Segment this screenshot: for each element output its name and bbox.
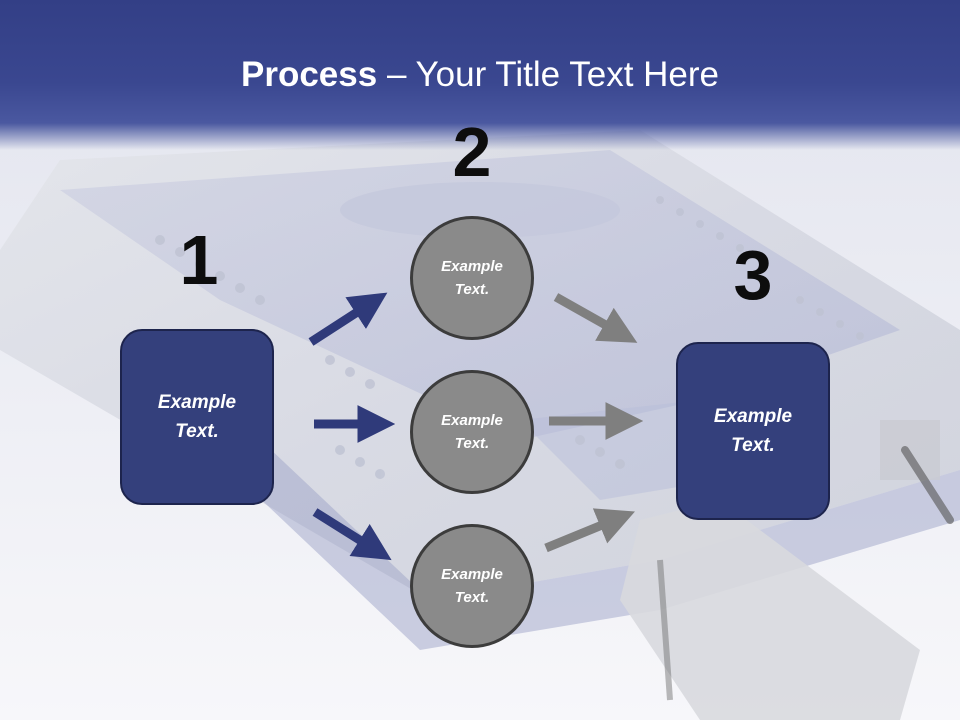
left-box-text: Example Text. (157, 392, 237, 442)
left-process-box: Example Text. (120, 329, 274, 505)
circle-middle-text: Example Text. (441, 412, 503, 452)
step-number-1: 1 (179, 221, 219, 299)
process-circle-middle: Example Text. (410, 370, 534, 494)
step-number-2: 2 (452, 113, 492, 191)
arrow-left-to-top (308, 292, 388, 346)
right-process-box: Example Text. (676, 342, 830, 520)
title-rest: – Your Title Text Here (377, 55, 719, 94)
circle-top-text: Example Text. (441, 258, 503, 298)
arrow-bottom-to-right (544, 508, 635, 553)
arrow-top-to-right (553, 293, 638, 343)
circle-bottom-text: Example Text. (441, 566, 503, 606)
right-box-text: Example Text. (713, 406, 793, 456)
process-circle-top: Example Text. (410, 216, 534, 340)
title-bar (0, 0, 960, 150)
step-number-3: 3 (733, 236, 773, 314)
process-circle-bottom: Example Text. (410, 524, 534, 648)
arrow-left-to-bottom (312, 508, 392, 561)
title-bold: Process (241, 55, 378, 94)
slide-title: Process – Your Title Text Here (0, 54, 960, 96)
